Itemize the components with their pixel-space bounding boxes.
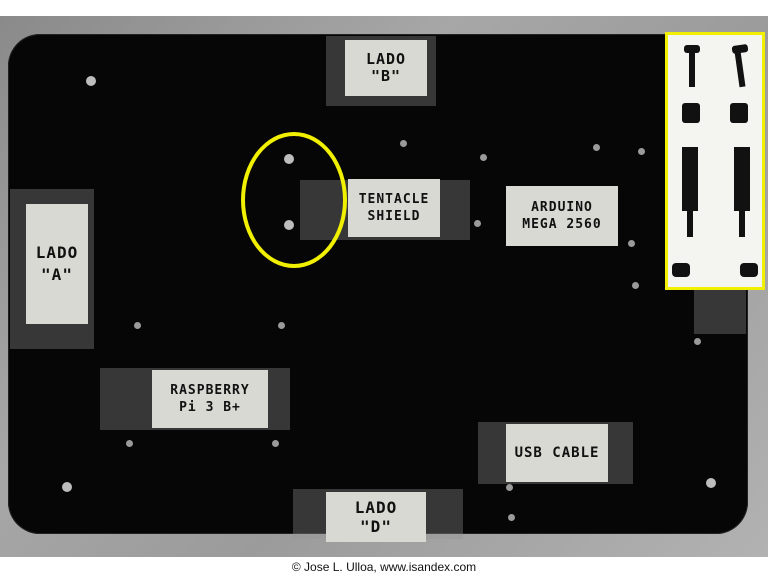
nut-icon	[730, 103, 748, 123]
mount-hole	[400, 140, 407, 147]
photo: LADO "B" LADO "A" TENTACLE SHIELD ARDUIN…	[0, 16, 768, 557]
label-usb-cable: USB CABLE	[506, 424, 608, 482]
mount-hole	[86, 76, 96, 86]
mount-hole	[480, 154, 487, 161]
hex-nut-icon	[672, 263, 690, 277]
label-lado-d: LADO "D"	[326, 492, 426, 542]
photo-caption: © Jose L. Ulloa, www.isandex.com	[291, 560, 477, 574]
mount-hole	[126, 440, 133, 447]
screw-icon	[684, 45, 700, 53]
tape	[694, 284, 746, 334]
standoff-icon	[687, 211, 693, 237]
standoff-icon	[739, 211, 745, 237]
label-tentacle-shield: TENTACLE SHIELD	[348, 179, 440, 237]
mount-hole	[272, 440, 279, 447]
mount-hole	[506, 484, 513, 491]
mount-hole	[628, 240, 635, 247]
mount-hole	[474, 220, 481, 227]
mount-hole	[638, 148, 645, 155]
standoff-icon	[734, 147, 750, 211]
hardware-inset	[665, 32, 765, 290]
mount-hole	[134, 322, 141, 329]
nut-icon	[682, 103, 700, 123]
mount-hole	[508, 514, 515, 521]
hex-nut-icon	[740, 263, 758, 277]
mount-hole	[632, 282, 639, 289]
highlight-circle	[241, 132, 347, 268]
mount-hole	[278, 322, 285, 329]
mount-hole	[694, 338, 701, 345]
label-arduino-mega: ARDUINO MEGA 2560	[506, 186, 618, 246]
label-lado-b: LADO "B"	[345, 40, 427, 96]
standoff-icon	[682, 147, 698, 211]
acrylic-board: LADO "B" LADO "A" TENTACLE SHIELD ARDUIN…	[8, 34, 748, 542]
screw-icon	[689, 51, 695, 87]
screw-icon	[734, 50, 746, 88]
mount-hole	[62, 482, 72, 492]
label-lado-a: LADO "A"	[26, 204, 88, 324]
label-raspberry-pi: RASPBERRY Pi 3 B+	[152, 370, 268, 428]
mount-hole	[706, 478, 716, 488]
mount-hole	[593, 144, 600, 151]
